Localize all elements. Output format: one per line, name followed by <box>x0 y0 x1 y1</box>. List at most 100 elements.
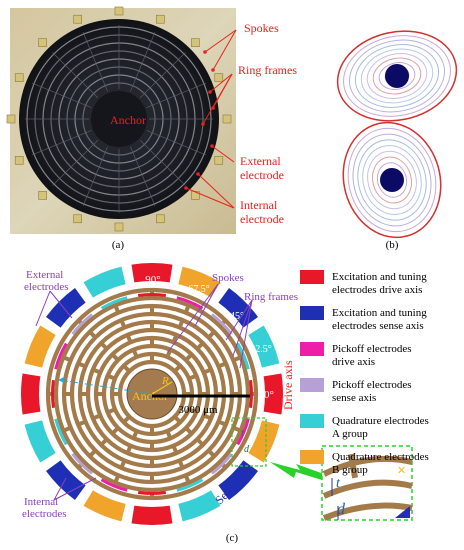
legend-label: Pickoff electrodes <box>332 379 412 391</box>
label-drive-axis: Drive axis <box>281 360 295 410</box>
legend-swatch <box>300 450 324 464</box>
label-internal-a: Internal <box>240 198 278 212</box>
spoke-c <box>183 304 191 314</box>
spoke-c <box>195 437 205 447</box>
legend-swatch <box>300 270 324 284</box>
legend-label: Excitation and tuning <box>332 307 427 319</box>
mode-contour <box>362 145 422 215</box>
chip-pad <box>114 6 124 16</box>
mode-contour <box>376 162 408 198</box>
spoke-c <box>184 426 194 436</box>
panel-c-leader-lines <box>35 283 253 501</box>
angle-0: 0° <box>264 389 274 401</box>
external-electrode <box>218 460 258 500</box>
spoke-c <box>202 367 212 375</box>
zoom-small-t: t <box>241 428 244 439</box>
spoke-c <box>207 449 216 458</box>
spoke-c <box>125 334 133 344</box>
label-spokes-a: Spokes <box>244 21 279 35</box>
external-electrode <box>24 420 56 463</box>
internal-electrode <box>71 313 94 336</box>
mode-contour <box>348 39 446 113</box>
internal-electrode <box>236 342 250 370</box>
mode-contour <box>378 62 416 90</box>
spoke <box>32 82 92 108</box>
legend-label: sense axis <box>332 392 376 404</box>
label-spokes-c: Spokes <box>212 272 244 284</box>
internal-electrode <box>176 478 204 492</box>
legend-swatch <box>300 378 324 392</box>
internal-electrode <box>71 452 94 475</box>
mode-contour <box>367 150 417 210</box>
internal-electrode <box>100 478 128 492</box>
zoom-t-label: t <box>336 476 341 491</box>
spoke-c <box>92 367 102 375</box>
internal-electrode <box>54 418 68 446</box>
chip-pad <box>156 14 165 24</box>
external-electrode <box>46 288 86 328</box>
mode-contour <box>342 121 442 239</box>
chip-pad <box>222 114 232 124</box>
spoke-c <box>131 348 139 358</box>
internal-electrode <box>249 379 253 409</box>
chip-pad <box>73 214 82 224</box>
external-electrode <box>131 505 173 525</box>
mode-contour <box>372 156 412 204</box>
legend-label: Excitation and tuning <box>332 271 427 283</box>
spoke-c <box>173 415 182 424</box>
spoke <box>139 52 186 99</box>
spoke-c <box>177 319 185 329</box>
spoke-c <box>188 407 198 415</box>
mode-contour <box>360 48 434 104</box>
zoom-d-label: d <box>337 501 346 518</box>
spoke-c <box>92 413 102 421</box>
legend-label: electrodes drive axis <box>332 284 422 296</box>
radius-arrow <box>151 381 173 395</box>
ring-frames-photo <box>25 25 213 213</box>
svg-text:✕: ✕ <box>397 465 406 477</box>
spoke-c <box>125 444 133 454</box>
internal-electrode <box>100 296 128 310</box>
panel-a-photo <box>6 6 236 234</box>
scale-label: 3000 μm <box>178 404 218 416</box>
chip-pad <box>114 222 124 232</box>
spoke-c <box>110 426 120 436</box>
angle-22-5: 22.5° <box>250 344 272 355</box>
spoke-c <box>177 459 185 469</box>
legend-label: B group <box>332 464 368 476</box>
mode-contour <box>336 30 458 122</box>
external-electrode <box>263 373 283 415</box>
spoke-c <box>62 355 72 363</box>
chip-pad <box>156 214 165 224</box>
chip-pad <box>6 114 16 124</box>
spoke-c <box>232 425 242 433</box>
spoke <box>146 82 206 108</box>
external-electrode <box>131 263 173 283</box>
spoke-c <box>106 373 116 381</box>
external-electrode <box>178 490 221 522</box>
chip-pad <box>38 38 47 47</box>
spoke-c <box>88 449 97 458</box>
spoke <box>139 139 186 186</box>
external-electrode <box>46 460 86 500</box>
label-ring-frames-c: Ring frames <box>244 291 298 303</box>
legend-swatch <box>300 306 324 320</box>
spoke-c <box>195 341 205 351</box>
internal-electrode <box>176 296 204 310</box>
spoke-c <box>113 474 121 484</box>
mode-contour <box>347 127 437 233</box>
mode-contour <box>343 35 451 117</box>
spoke-c <box>119 319 127 329</box>
label-electrode-ext-a: electrode <box>240 168 284 182</box>
external-electrode <box>24 325 56 368</box>
spoke-c <box>184 352 194 362</box>
spoke-c <box>207 330 216 339</box>
spoke-c <box>171 334 179 344</box>
zoom-arrow <box>270 462 324 480</box>
spoke-c <box>165 430 173 440</box>
anchor-region <box>91 91 147 147</box>
panel-a-leader-dots <box>184 50 215 190</box>
caption-a: (a) <box>112 239 125 251</box>
